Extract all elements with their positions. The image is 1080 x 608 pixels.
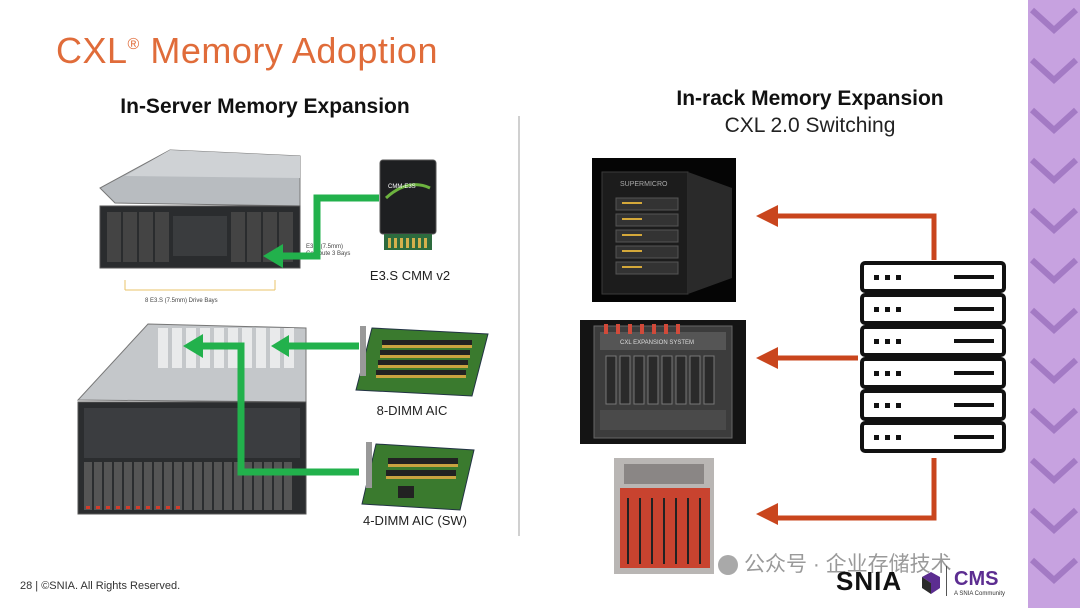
in-server-heading: In-Server Memory Expansion (120, 95, 410, 118)
watermark: 公众号 · 企业存储技术 (718, 548, 952, 578)
snia-logo: SNIA (836, 566, 903, 596)
logo-separator (946, 566, 947, 596)
wechat-icon (718, 555, 738, 576)
drive-bays-label: 8 E3.S (7.5mm) Drive Bays (145, 298, 218, 304)
slide-footer: 28 | ©SNIA. All Rights Reserved. (20, 580, 181, 592)
svg-text:CMM-E3S: CMM-E3S (388, 184, 416, 190)
watermark-text: 公众号 · 企业存储技术 (744, 553, 952, 576)
sidebar-pattern (1029, 7, 1079, 585)
svg-text:SUPERMICRO: SUPERMICRO (620, 181, 668, 188)
svg-text:CXL EXPANSION SYSTEM: CXL EXPANSION SYSTEM (620, 340, 694, 346)
server-callout-line2: Compute 3 Bays (306, 251, 351, 257)
aic-8dimm-caption: 8-DIMM AIC (376, 403, 448, 418)
in-rack-subheading: CXL 2.0 Switching (724, 114, 896, 137)
server-callout: E3.S (7.5mm) Compute 3 Bays (306, 244, 350, 258)
e3s-caption: E3.S CMM v2 (369, 268, 451, 283)
cms-logo: CMS (954, 568, 999, 590)
red-arrows (756, 205, 937, 525)
snia-mark-icon (922, 572, 940, 594)
green-arrow-e3s (263, 194, 379, 268)
section-divider (518, 116, 520, 536)
e3s-cmm-card-image: CMM-E3S (379, 159, 437, 250)
server-stack-icon (860, 261, 1006, 453)
aic-4dimm-image (361, 442, 475, 511)
memory-tray-image (614, 458, 714, 574)
server-2u-image: 8 E3.S (7.5mm) Drive Bays (99, 149, 301, 304)
cms-subtitle: A SNIA Community (954, 591, 1006, 597)
decorative-sidebar (1028, 0, 1080, 608)
aic-8dimm-image (355, 326, 489, 397)
cxl-chassis-image: CXL EXPANSION SYSTEM (580, 320, 746, 444)
server-callout-line1: E3.S (7.5mm) (306, 244, 344, 250)
aic-4dimm-caption: 4-DIMM AIC (SW) (363, 513, 467, 528)
in-rack-heading: In-rack Memory Expansion (676, 87, 944, 110)
green-arrows-4u (183, 334, 359, 476)
slide-title: CXL® Memory Adoption (56, 30, 438, 71)
rack-image: SUPERMICRO (592, 158, 736, 302)
